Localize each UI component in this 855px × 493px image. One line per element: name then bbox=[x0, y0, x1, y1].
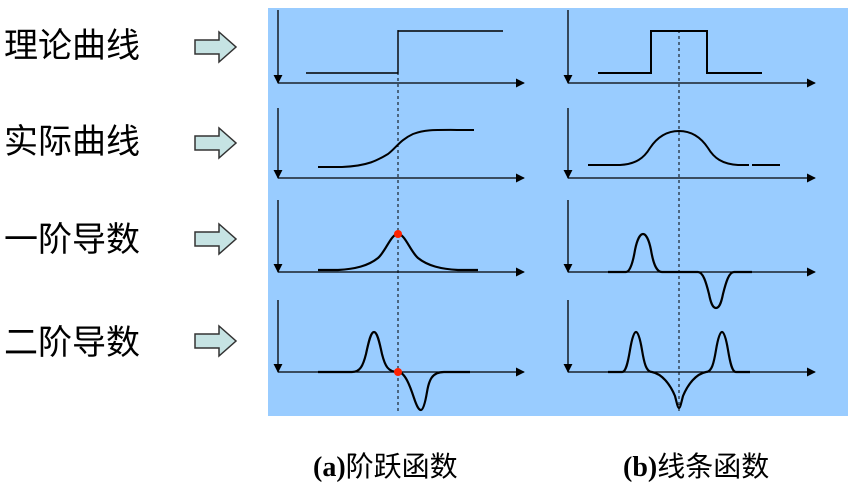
caption-a-text: 阶跃函数 bbox=[345, 450, 458, 483]
caption-a-prefix: (a) bbox=[313, 452, 346, 483]
axis-right-row-2 bbox=[568, 108, 815, 178]
axis-left-row-2 bbox=[278, 108, 524, 178]
curve-ideal-step bbox=[306, 30, 503, 74]
markers bbox=[394, 230, 402, 376]
caption-step-function: (a)阶跃函数 bbox=[313, 449, 458, 486]
row-label-theoretical: 理论曲线 bbox=[4, 26, 140, 66]
marker-second-derivative-zero bbox=[394, 368, 402, 376]
row-label-first-derivative: 一阶导数 bbox=[4, 220, 140, 260]
axis-right-row-1 bbox=[568, 10, 815, 83]
arrow-icon-row-3 bbox=[194, 222, 238, 256]
caption-line-function: (b)线条函数 bbox=[623, 449, 769, 486]
arrow-icon-row-2 bbox=[194, 126, 238, 160]
axis-left-row-3 bbox=[278, 200, 524, 272]
row-label-second-derivative: 二阶导数 bbox=[4, 323, 140, 363]
axes bbox=[278, 10, 815, 372]
row-arrows bbox=[194, 30, 238, 358]
row-label-actual: 实际曲线 bbox=[4, 122, 140, 162]
arrow-icon-row-4 bbox=[194, 324, 238, 358]
diagram-panel bbox=[268, 8, 848, 416]
curve-actual-step bbox=[318, 128, 475, 168]
arrow-icon-row-1 bbox=[194, 30, 238, 64]
axis-left-row-1 bbox=[278, 10, 524, 83]
reference-lines bbox=[397, 30, 680, 412]
curve-first-derivative-pair bbox=[608, 232, 752, 310]
caption-b-prefix: (b) bbox=[623, 452, 658, 483]
curve-actual-bump bbox=[588, 129, 749, 166]
right-curves bbox=[588, 30, 780, 410]
curve-second-derivative-pair bbox=[608, 330, 750, 410]
marker-first-derivative-peak bbox=[394, 230, 402, 238]
curve-ideal-pulse bbox=[598, 30, 762, 74]
caption-b-text: 线条函数 bbox=[657, 450, 770, 483]
